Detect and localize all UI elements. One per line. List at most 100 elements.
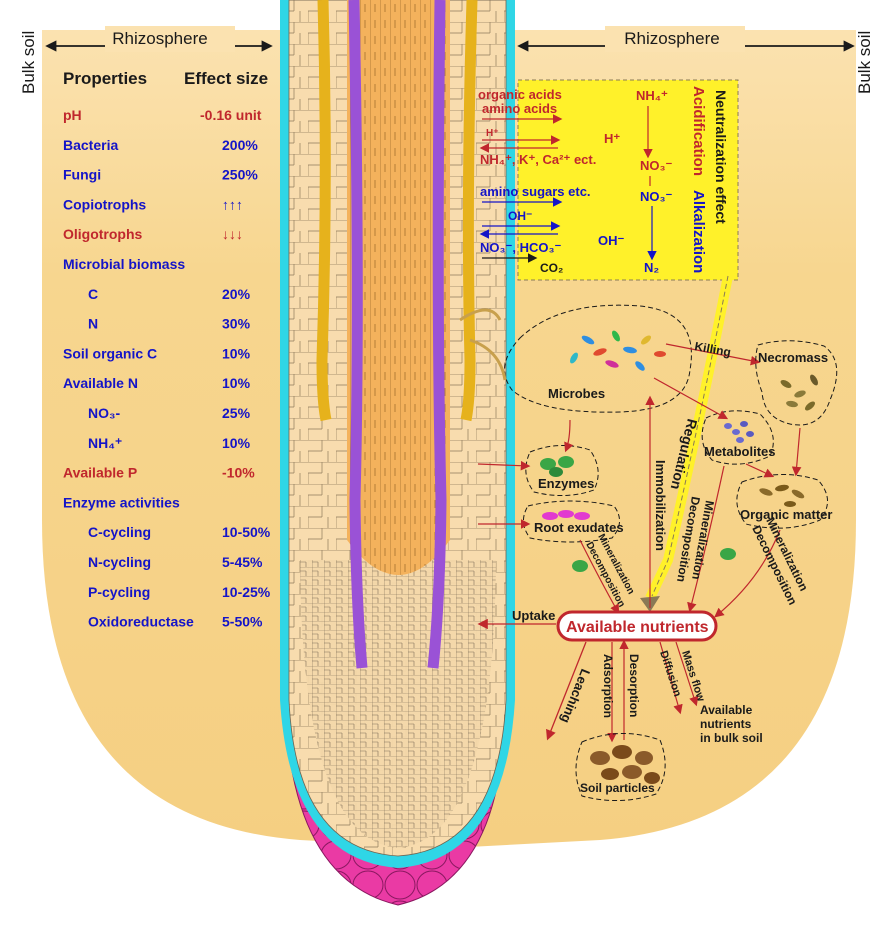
label-oh-2: OH⁻	[598, 233, 625, 248]
label-amino-acids: amino acids	[482, 101, 557, 116]
necromass-group: Necromass	[755, 340, 838, 426]
label-available-bulk-2: nutrients	[700, 717, 752, 731]
table-row-value: 5-45%	[222, 554, 263, 570]
table-row-label: NH₄⁺	[88, 435, 122, 451]
bulk-soil-label-left: Bulk soil	[19, 31, 38, 94]
label-available-nutrients: Available nutrients	[566, 619, 709, 636]
table-row-label: Oxidoreductase	[88, 614, 194, 630]
bulk-soil-label-right: Bulk soil	[855, 31, 874, 94]
root-meristem	[300, 560, 496, 848]
meta-blob	[724, 423, 732, 429]
particle-blob	[601, 768, 619, 780]
rhizosphere-label-left: Rhizosphere	[112, 29, 207, 48]
label-cations: NH₄⁺, K⁺, Ca²⁺ ect.	[480, 152, 596, 167]
organic-matter-group: Organic matter	[736, 473, 832, 529]
table-row-label: Microbial biomass	[63, 256, 185, 272]
table-row-label: NO₃-	[88, 405, 120, 421]
root-stele	[347, 0, 450, 575]
label-h-plus: H⁺	[486, 128, 499, 139]
rhizosphere-label-right: Rhizosphere	[624, 29, 719, 48]
particle-blob	[635, 751, 653, 765]
microbe-blob	[612, 330, 620, 342]
table-row-value: 10-50%	[222, 524, 271, 540]
particle-blob	[612, 745, 632, 759]
om-blob	[784, 501, 796, 507]
microbe-blob	[635, 361, 645, 371]
table-row-label: Available P	[63, 465, 137, 481]
label-no3-2: NO₃⁻	[640, 189, 673, 204]
xylem-yellow-left	[316, 0, 332, 422]
table-row-value: 30%	[222, 316, 251, 332]
label-available-bulk-3: in bulk soil	[700, 731, 763, 745]
label-enzymes: Enzymes	[538, 476, 594, 491]
particle-blob	[644, 772, 660, 784]
root-exudates-group: Root exudates	[523, 500, 624, 543]
label-anions: NO₃⁻, HCO₃⁻	[480, 240, 561, 255]
table-row-value: 10-25%	[222, 584, 271, 600]
label-immobilization: Immobilization	[653, 460, 668, 551]
label-alkalization: Alkalization	[690, 190, 707, 273]
necro-blob	[794, 390, 806, 398]
table-row-value: 10%	[222, 375, 251, 391]
necro-blob	[780, 380, 792, 388]
meta-blob	[740, 421, 748, 427]
table-row-value: -10%	[222, 465, 255, 481]
table-row-value: 25%	[222, 405, 251, 421]
label-soil-particles: Soil particles	[580, 781, 655, 795]
label-neutralization-effect: Neutralization effect	[713, 90, 729, 224]
available-nutrients-group: Available nutrients	[556, 610, 718, 642]
table-row-value: 10%	[222, 435, 251, 451]
table-row-value: 250%	[222, 167, 258, 183]
label-acidification: Acidification	[690, 86, 707, 176]
label-available-bulk-1: Available	[700, 703, 753, 717]
om-blob	[759, 488, 773, 496]
meta-blob	[732, 429, 740, 435]
table-row-value: 200%	[222, 137, 258, 153]
label-n2: N₂	[644, 260, 659, 275]
soil-particles-group: Soil particles	[575, 733, 666, 802]
table-row-label: P-cycling	[88, 584, 150, 600]
table-row-value: 20%	[222, 286, 251, 302]
meta-blob	[746, 431, 754, 437]
label-killing: Killing	[693, 339, 732, 359]
label-h-plus-2: H⁺	[604, 131, 620, 146]
microbe-blob	[570, 352, 578, 364]
necro-blob	[810, 374, 818, 386]
xylem-purple-left	[348, 0, 368, 669]
metabolites-group: Metabolites	[701, 410, 776, 465]
table-row-label: Enzyme activities	[63, 494, 180, 510]
particle-blob	[590, 751, 610, 765]
om-blob	[775, 484, 789, 492]
table-row-label: C-cycling	[88, 524, 151, 540]
microbe-blob	[593, 348, 607, 356]
table-row-value: -0.16 unit	[200, 107, 262, 123]
table-header-effect-size: Effect size	[184, 69, 268, 88]
xylem-yellow-right	[460, 0, 478, 422]
table-header-properties: Properties	[63, 69, 147, 88]
xylem-purple-right	[427, 0, 447, 669]
particle-blob	[622, 765, 642, 779]
label-desorption: Desorption	[627, 654, 641, 717]
microbe-blob	[654, 351, 666, 357]
table-row-value: ↑↑↑	[222, 196, 243, 212]
table-row-label: N	[88, 316, 98, 332]
necro-blob	[786, 400, 798, 408]
table-row-value: 10%	[222, 345, 251, 361]
table-row-value: 5-50%	[222, 614, 263, 630]
label-uptake: Uptake	[512, 608, 555, 623]
table-row-label: Bacteria	[63, 137, 118, 153]
table-row-label: pH	[63, 107, 82, 123]
table-row-label: Copiotrophs	[63, 196, 146, 212]
table-row-value: ↓↓↓	[222, 226, 243, 242]
table-row-label: C	[88, 286, 98, 302]
acid-box: organic acids amino acids H⁺ NH₄⁺, K⁺, C…	[478, 79, 739, 281]
microbes-group: Microbes	[459, 304, 692, 413]
label-no3-1: NO₃⁻	[640, 158, 673, 173]
label-co2: CO₂	[540, 261, 563, 275]
root-illustration	[280, 0, 515, 906]
label-amino-sugars: amino sugars etc.	[480, 184, 591, 199]
properties-table: Properties Effect size pH -0.16 unitBacte…	[63, 69, 271, 630]
table-row-label: N-cycling	[88, 554, 151, 570]
